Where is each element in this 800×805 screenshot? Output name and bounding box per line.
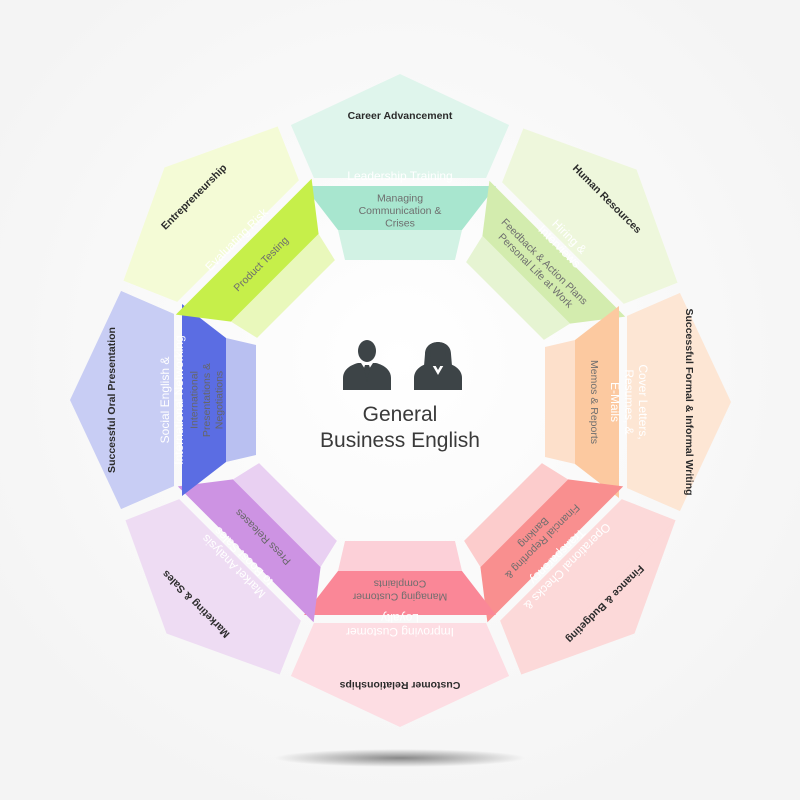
segment-mid-band xyxy=(182,304,226,496)
segment-outer-label-line: Successful Formal & Informal Writing xyxy=(683,308,695,495)
segment-inner-label-line: Managing xyxy=(377,193,423,205)
segment-inner-label: Managing CustomerComplaints xyxy=(352,578,447,603)
segment-mid-band xyxy=(480,479,624,623)
segment-mid-label-line: Leadership Training xyxy=(347,169,452,183)
segment-mid-label: Improving CustomerLoyalty xyxy=(346,611,454,639)
segment-mid-label-line: Cover Letters, xyxy=(636,364,650,439)
segment-mid-label-line: Resumes, & xyxy=(622,369,636,434)
segment-mid-band xyxy=(575,306,619,498)
drop-shadow xyxy=(275,749,525,767)
segment-mid-label: Leadership Training xyxy=(347,169,452,183)
segment-inner-label-line: Managing Customer xyxy=(352,590,447,602)
businessman-icon xyxy=(343,340,391,390)
segment-outer-label: Customer Relationships xyxy=(339,679,460,691)
segment-mid-band xyxy=(175,178,319,322)
segment-outer-label: Successful Oral Presentation xyxy=(106,327,118,473)
segment-formal: Successful Formal & Informal Writing Cove… xyxy=(545,293,731,511)
segment-mid-label-line: E-Mails xyxy=(608,382,622,422)
segment-mid-label-line: Loyalty xyxy=(381,611,419,625)
segment-outer-strip xyxy=(627,293,680,511)
segment-outer-label-line: Customer Relationships xyxy=(339,679,460,691)
segment-inner-band xyxy=(338,541,462,571)
segment-inner-label: InternationalPresentations &Negotiations xyxy=(189,363,226,437)
segment-outer-strip xyxy=(291,125,509,178)
businesswoman-icon xyxy=(414,342,462,390)
segment-inner-label: Memos & Reports xyxy=(588,360,600,444)
segment-inner-band xyxy=(545,340,575,464)
segment-mid-label-line: International Networking xyxy=(172,335,186,464)
segment-inner-band xyxy=(233,463,337,567)
segment-mid-band xyxy=(177,479,321,623)
segment-oral: Successful Oral Presentation Social Engli… xyxy=(70,291,256,509)
center-hub: General Business English xyxy=(320,340,480,452)
segment-inner-label-line: Memos & Reports xyxy=(588,360,600,444)
segment-inner-band xyxy=(231,234,335,338)
segment-mid-label: Cover Letters,Resumes, &E-Mails xyxy=(608,364,650,439)
segment-inner-band xyxy=(226,338,256,462)
segment-mid-label-line: Improving Customer xyxy=(346,625,454,639)
segment-outer-strip xyxy=(123,126,299,302)
segment-inner-label-line: Crises xyxy=(385,218,415,230)
segment-outer-label: Successful Formal & Informal Writing xyxy=(683,308,695,495)
segment-outer-label-line: Career Advancement xyxy=(348,110,453,122)
segment-inner-label-line: Communication & xyxy=(359,205,442,217)
segment-outer-label: Career Advancement xyxy=(348,110,453,122)
center-title-line2: Business English xyxy=(320,429,480,452)
segment-mid-band xyxy=(304,571,496,615)
segment-inner-label-line: International xyxy=(189,371,201,429)
segment-inner-band xyxy=(464,463,568,567)
segment-outer-label-line: Successful Oral Presentation xyxy=(106,327,118,473)
segment-outer-strip xyxy=(500,499,676,675)
segment-mid-label: Social English &International Networking xyxy=(158,335,186,464)
segment-inner-label-line: Presentations & xyxy=(201,363,213,437)
center-title-line1: General xyxy=(363,403,438,426)
segment-mid-band xyxy=(482,180,626,324)
segment-outer-strip xyxy=(125,499,301,675)
segment-mid-band xyxy=(304,186,496,230)
segment-inner-label-line: Negotiations xyxy=(214,371,226,429)
segment-inner-band xyxy=(338,230,462,260)
segment-inner-label-line: Complaints xyxy=(374,578,427,590)
segment-inner-band xyxy=(466,236,570,340)
segment-outer-strip xyxy=(121,291,174,509)
segment-mid-label-line: Social English & xyxy=(158,357,172,444)
segment-outer-strip xyxy=(291,623,509,676)
segment-outer-strip xyxy=(502,128,678,304)
segment-customer: Customer Relationships Improving Customer… xyxy=(291,541,509,727)
